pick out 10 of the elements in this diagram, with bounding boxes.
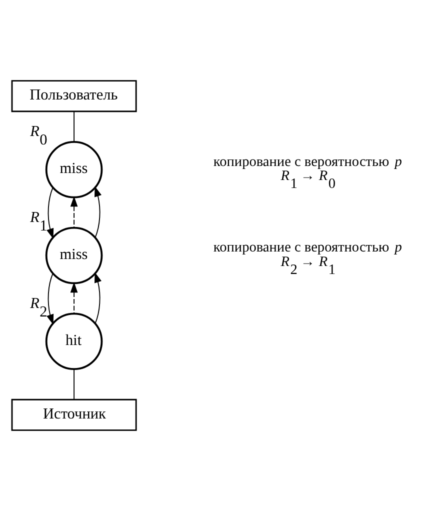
arrow <box>94 272 102 324</box>
arrow <box>70 282 78 314</box>
arrow <box>70 196 78 228</box>
connector <box>74 368 75 400</box>
arrow <box>94 186 102 238</box>
arrow <box>46 186 54 238</box>
arrow <box>46 272 54 324</box>
node-box: Пользователь <box>11 80 137 112</box>
connector <box>74 110 75 142</box>
node-box: Источник <box>11 398 137 430</box>
